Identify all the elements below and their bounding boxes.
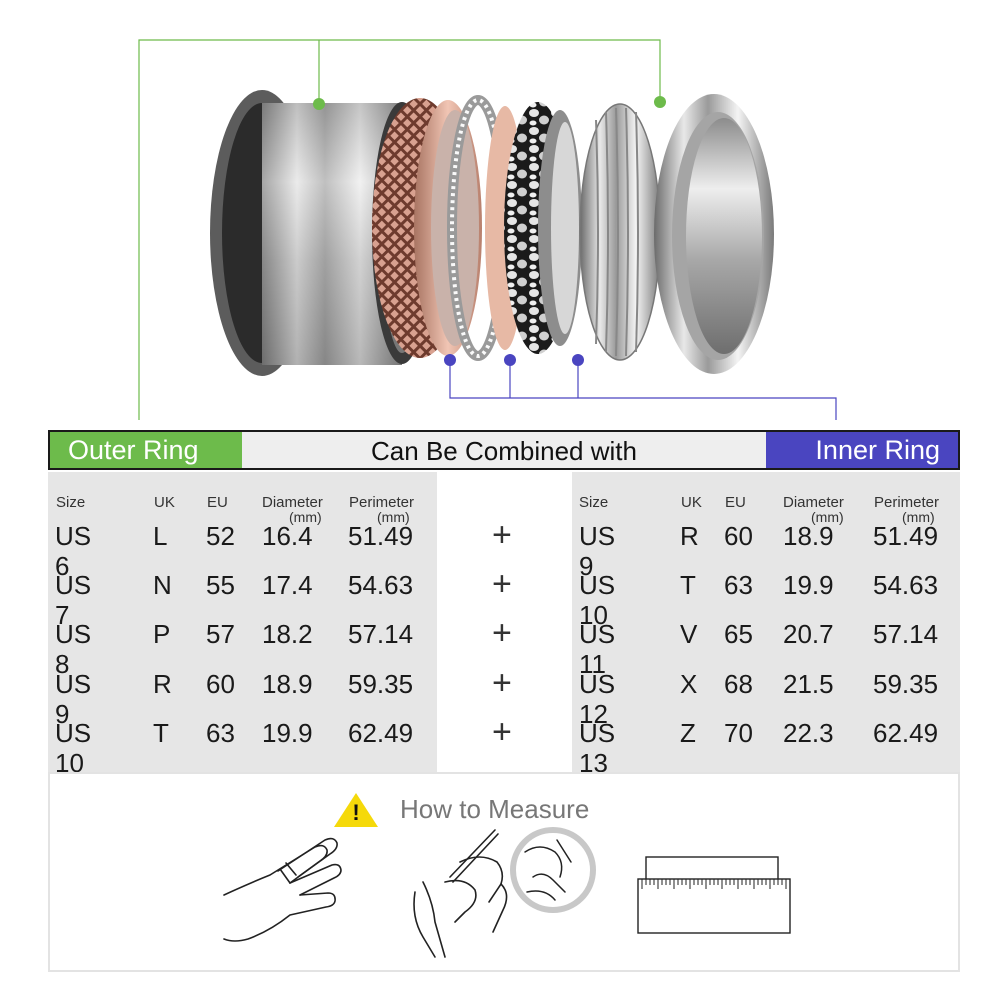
cell-uk: Z [680,718,696,748]
inner-connector-dot [444,354,456,366]
cell-perimeter: 62.49 [873,718,939,748]
cell-size: US 8 [55,619,92,679]
cell-perimeter: 57.14 [873,619,939,649]
ruler-icon [637,856,791,934]
col-header-diameter: Diameter [262,494,323,511]
how-to-measure-title: How to Measure [400,794,590,824]
cell-uk: R [153,669,172,699]
cell-size: US 9 [579,521,616,581]
cell-diameter: 18.9 [262,669,313,699]
cell-diameter: 18.2 [262,619,313,649]
cell-uk: N [153,570,172,600]
hand-finger-icon [223,837,342,942]
col-header-diameter-unit: (mm) [811,509,844,525]
ring-set-illustration [138,39,837,420]
cell-perimeter: 57.14 [348,619,414,649]
cell-eu: 52 [206,521,235,551]
inner-size-table [572,472,960,772]
plus-icon: + [492,516,512,554]
col-header-uk: UK [681,494,702,511]
cell-eu: 68 [724,669,753,699]
cell-eu: 63 [724,570,753,600]
cell-perimeter: 54.63 [348,570,414,600]
cell-uk: V [680,619,698,649]
cell-size: US 7 [55,570,92,630]
cell-diameter: 22.3 [783,718,834,748]
cell-uk: R [680,521,699,551]
cell-size: US 11 [579,619,616,679]
warning-icon [334,793,378,827]
inner-connector-dot [572,354,584,366]
outer-connector-dot [313,98,325,110]
col-header-perimeter-unit: (mm) [377,509,410,525]
col-header-diameter-unit: (mm) [289,509,322,525]
cell-size: US 13 [579,718,616,778]
col-header-size: Size [56,494,86,511]
cell-perimeter: 62.49 [348,718,414,748]
cell-eu: 57 [206,619,235,649]
cell-eu: 60 [724,521,753,551]
cell-uk: P [153,619,171,649]
inner-connector-lines [449,360,837,420]
col-header-uk: UK [154,494,175,511]
outer-size-table [48,472,437,772]
inner-ring-label: Inner Ring [766,432,958,468]
cell-perimeter: 54.63 [873,570,939,600]
cell-uk: L [153,521,168,551]
grooved-ring [579,103,661,361]
col-header-size: Size [579,494,609,511]
cell-uk: T [680,570,696,600]
cell-diameter: 19.9 [262,718,313,748]
combined-with-label: Can Be Combined with [371,436,637,466]
col-header-perimeter: Perimeter [349,494,415,511]
cell-eu: 70 [724,718,753,748]
plus-icon: + [492,614,512,652]
rose-mesh-ring [372,98,482,358]
cell-diameter: 19.9 [783,570,834,600]
col-header-eu: EU [725,494,746,511]
col-header-perimeter-unit: (mm) [902,509,935,525]
cell-diameter: 18.9 [783,521,834,551]
cell-eu: 63 [206,718,235,748]
cell-perimeter: 51.49 [873,521,939,551]
cell-eu: 65 [724,619,753,649]
cell-perimeter: 59.35 [873,669,939,699]
col-header-eu: EU [207,494,228,511]
cell-diameter: 21.5 [783,669,834,699]
cell-eu: 55 [206,570,235,600]
mark-finger-icon [413,827,596,958]
cell-eu: 60 [206,669,235,699]
plus-icon: + [492,664,512,702]
cell-uk: T [153,718,169,748]
cell-size: US 6 [55,521,92,581]
outer-connector-lines [138,39,661,420]
cell-size: US 10 [579,570,616,630]
col-header-diameter: Diameter [783,494,844,511]
cell-size: US 9 [55,669,92,729]
cell-size: US 12 [579,669,616,729]
black-pattern-ring [504,102,582,354]
cell-diameter: 20.7 [783,619,834,649]
cell-perimeter: 51.49 [348,521,414,551]
outer-ring-label: Outer Ring [50,432,242,468]
cell-size: US 10 [55,718,92,778]
col-header-perimeter: Perimeter [874,494,940,511]
plus-icon: + [492,565,512,603]
cell-perimeter: 59.35 [348,669,414,699]
end-cap-ring [654,94,774,374]
cell-diameter: 17.4 [262,570,313,600]
inner-connector-dot [504,354,516,366]
cell-uk: X [680,669,698,699]
warning-mark: ! [352,800,360,825]
plus-icon: + [492,713,512,751]
how-to-measure-panel [48,772,960,972]
cell-diameter: 16.4 [262,521,313,551]
outer-connector-dot [654,96,666,108]
